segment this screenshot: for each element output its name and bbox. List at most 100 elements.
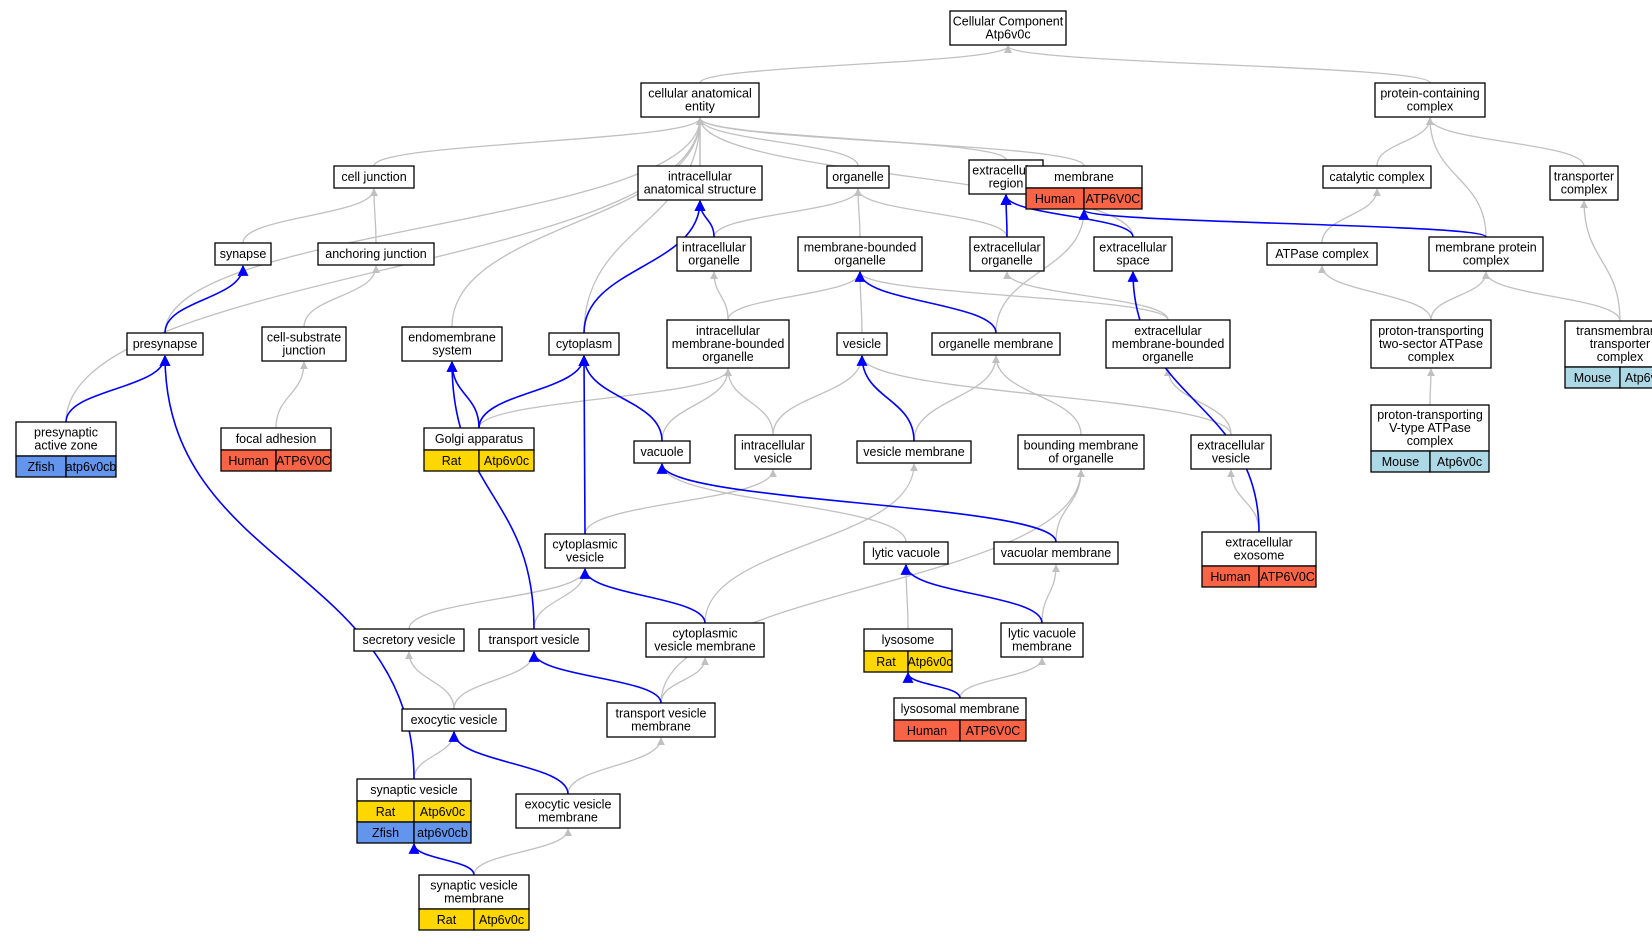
node-label-line: vacuolar membrane [1001, 546, 1112, 560]
node-box [666, 319, 790, 369]
node-anchoring-junction[interactable]: anchoring junction [317, 242, 435, 266]
node-synapse[interactable]: synapse [214, 242, 272, 266]
edge-pt2-to-mpc-is_a [1430, 271, 1490, 321]
node-box [1322, 165, 1432, 189]
node-exocytic-vesicle[interactable]: exocytic vesicle [401, 708, 507, 732]
node-box [633, 440, 691, 464]
edge-iv-to-ves-is_a [772, 355, 866, 436]
species-badge-label: Rat [376, 805, 396, 819]
edge-eo-to-er-part_of [1000, 193, 1012, 238]
node-label-line: vacuole [640, 445, 683, 459]
edge-tmtc-to-mpc-is_a [1482, 271, 1621, 322]
node-label-line: region [989, 177, 1024, 191]
node-label-line: membrane [1012, 640, 1072, 654]
node-box [734, 434, 812, 470]
node-catalytic-complex[interactable]: catalytic complex [1322, 165, 1432, 189]
node-vesicle[interactable]: vesicle [836, 332, 888, 356]
edge-ptv-to-pt2-is_a [1426, 368, 1435, 406]
edge-cvm-to-cv-part_of [579, 567, 706, 624]
node-label-line: organelle [702, 350, 753, 364]
species-badge-label: Human [1035, 192, 1075, 206]
node-box [317, 242, 435, 266]
node-label-line: intracellular [741, 439, 805, 453]
node-box [418, 874, 530, 910]
node-box [1201, 531, 1317, 567]
node-label-line: membrane [631, 720, 691, 734]
edge-sv-to-exv-is_a [413, 731, 458, 780]
node-label-line: membrane-bounded [1112, 337, 1225, 351]
node-secretory-vesicle[interactable]: secretory vesicle [353, 628, 465, 652]
edge-mpc-to-pcc-is_a [1426, 117, 1487, 238]
edge-lysm-to-lys-part_of [902, 671, 961, 699]
edge-mbo-to-org-is_a [854, 188, 863, 238]
node-lytic-vacuole[interactable]: lytic vacuole [863, 541, 949, 565]
edge-svm-to-evm-is_a [473, 828, 572, 876]
node-box [214, 242, 272, 266]
node-box [640, 82, 760, 118]
node-label-line: membrane [444, 892, 504, 906]
node-label-line: Golgi apparatus [435, 432, 523, 446]
node-transport-vesicle[interactable]: transport vesicle [478, 628, 590, 652]
node-label-line: two-sector ATPase [1379, 337, 1483, 351]
node-label-line: intracellular [682, 241, 746, 255]
edge-om-to-mbo-part_of [854, 270, 997, 334]
node-label-line: transport vesicle [615, 707, 706, 721]
node-organelle-membrane[interactable]: organelle membrane [931, 332, 1061, 356]
edge-embo-to-mbo-is_a [856, 271, 1169, 321]
node-vacuolar-membrane[interactable]: vacuolar membrane [993, 541, 1119, 565]
gene-badge-cell [478, 449, 535, 472]
node-transmembrane-transporter-complex[interactable]: transmembranetransportercomplexMouseAtp6… [1564, 320, 1652, 389]
edge-pcc-to-cc-is_a [1004, 45, 1431, 84]
node-vacuole[interactable]: vacuole [633, 440, 691, 464]
node-box [333, 165, 415, 189]
node-cytoplasm[interactable]: cytoplasm [548, 332, 620, 356]
node-presynapse[interactable]: presynapse [126, 332, 204, 356]
edge-ves-to-mbo-is_a [856, 271, 865, 334]
edge-ems-to-cae-is_a [451, 117, 704, 328]
edge-svm-to-sv-part_of [408, 842, 475, 876]
node-vesicle-membrane[interactable]: vesicle membrane [856, 440, 972, 464]
node-organelle[interactable]: organelle [826, 165, 890, 189]
node-label-line: lytic vacuole [1008, 627, 1076, 641]
edge-sv-to-pre-part_of [159, 354, 415, 780]
node-atpase-complex[interactable]: ATPase complex [1266, 242, 1378, 266]
node-cell-junction[interactable]: cell junction [333, 165, 415, 189]
edge-io-to-ias-part_of [694, 199, 715, 238]
edge-tvm-to-tv-part_of [528, 650, 662, 704]
